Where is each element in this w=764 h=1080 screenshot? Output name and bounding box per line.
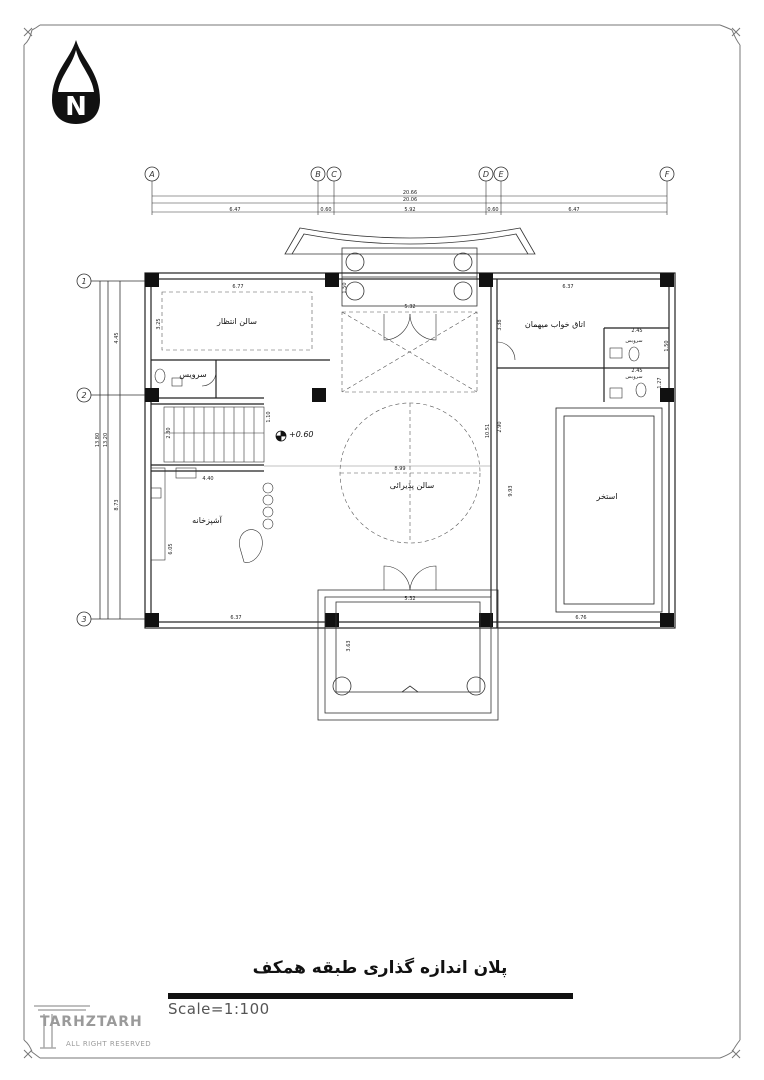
dim-overall-1: 20.66 xyxy=(403,190,417,196)
dim-v10: 9.93 xyxy=(508,485,514,496)
logo-text: TARHZTARH xyxy=(40,1014,143,1030)
dim-w4: 1.27 xyxy=(657,377,663,388)
sheet-frame xyxy=(23,24,741,1059)
dim-bottom-right: 6.76 xyxy=(575,615,586,621)
waiting-hall xyxy=(161,291,313,351)
rear-terrace xyxy=(317,589,499,721)
dim-kitchen: 4.40 xyxy=(202,476,213,482)
entry-void xyxy=(341,311,478,393)
scale-bar xyxy=(168,993,573,999)
dimension-text-top: 20.66 20.06 6.47 0.60 5.92 0.60 6.47 xyxy=(229,190,579,213)
wc-2-3 xyxy=(604,346,669,399)
dim-left-2: 8.73 xyxy=(114,499,120,510)
dim-living: 8.99 xyxy=(394,466,405,472)
dim-v6: 3.63 xyxy=(346,640,352,651)
dim-seg-1: 6.47 xyxy=(229,207,240,213)
dim-left-1: 4.45 xyxy=(114,332,120,343)
dim-center-bottom: 5.32 xyxy=(404,596,415,602)
terrace-door xyxy=(383,565,437,591)
dim-overall-2: 20.06 xyxy=(403,197,417,203)
dim-seg-2: 0.60 xyxy=(320,207,331,213)
room-wc3: سرویس xyxy=(625,374,642,380)
room-guest: اتاق خواب میهمان xyxy=(525,320,585,329)
axis-labels-top: A B C D E F xyxy=(148,170,669,179)
dim-v7: 3.38 xyxy=(497,319,503,330)
axis-label-f: F xyxy=(665,170,670,179)
room-pool: استخر xyxy=(596,492,618,501)
room-living: سالن پذیرائی xyxy=(390,481,435,490)
north-letter: N xyxy=(65,92,87,122)
kitchen-fixtures xyxy=(150,467,274,563)
level-marker-icon xyxy=(275,430,287,442)
room-waiting: سالن انتظار xyxy=(216,317,257,326)
dim-seg-3: 5.92 xyxy=(404,207,415,213)
entry-door xyxy=(383,313,437,341)
wc-1 xyxy=(154,368,217,387)
axis-grid-left xyxy=(76,273,145,627)
plan-title: پلان اندازه گذاری طبقه همکف xyxy=(252,958,508,978)
axis-label-d: D xyxy=(483,170,489,179)
exterior-walls xyxy=(144,272,676,629)
dim-left-4: 13.20 xyxy=(103,433,109,447)
dim-top-right: 6.37 xyxy=(562,284,573,290)
dim-v5: 6.05 xyxy=(168,543,174,554)
inner-dimension-texts: 6.77 6.37 6.37 6.76 3.25 1.50 2.30 1.10 … xyxy=(156,282,670,651)
dim-v8: 2.90 xyxy=(497,421,503,432)
axis-label-2: 2 xyxy=(81,391,86,400)
dim-w1: 2.45 xyxy=(631,328,642,334)
dim-v3: 2.30 xyxy=(166,427,172,438)
dim-w2: 2.45 xyxy=(631,368,642,374)
room-kitchen: آشپزخانه xyxy=(192,515,222,525)
scale-text: Scale=1:100 xyxy=(168,1000,270,1018)
dim-v9: 10.51 xyxy=(485,424,491,438)
dim-left-3: 13.80 xyxy=(95,433,101,447)
axis-label-e: E xyxy=(498,170,504,179)
dim-v1: 3.25 xyxy=(156,318,162,329)
room-wc1: سرویس xyxy=(179,370,207,379)
guest-door xyxy=(496,341,516,361)
north-arrow-icon: N xyxy=(52,40,100,124)
dim-v2: 1.50 xyxy=(342,282,348,293)
axis-label-3: 3 xyxy=(81,615,86,624)
logo-icon xyxy=(34,1005,90,1049)
dim-center-top: 5.32 xyxy=(404,304,415,310)
dim-seg-5: 6.47 xyxy=(568,207,579,213)
axis-labels-left: 1 2 3 xyxy=(81,277,86,624)
dimension-text-left: 4.45 8.73 13.80 13.20 xyxy=(95,332,120,510)
swimming-pool xyxy=(555,407,663,613)
dimension-lines-top xyxy=(151,181,668,215)
axis-grid-top xyxy=(144,166,675,182)
dim-bottom-left: 6.37 xyxy=(230,615,241,621)
dim-seg-4: 0.60 xyxy=(487,207,498,213)
dim-top-left: 6.77 xyxy=(232,284,243,290)
structural-columns xyxy=(145,273,674,627)
axis-label-a: A xyxy=(148,170,154,179)
axis-label-b: B xyxy=(315,170,321,179)
entry-canopy xyxy=(284,227,536,307)
axis-label-1: 1 xyxy=(81,277,86,286)
staircase xyxy=(163,406,265,463)
dim-v4: 1.10 xyxy=(266,411,272,422)
level-text: +0.60 xyxy=(289,430,314,439)
axis-label-c: C xyxy=(331,170,337,179)
room-wc2: سرویس xyxy=(625,338,642,344)
living-room-rug xyxy=(339,402,481,544)
dim-w3: 1.50 xyxy=(664,340,670,351)
logo-subtext: ALL RIGHT RESERVED xyxy=(66,1040,152,1048)
